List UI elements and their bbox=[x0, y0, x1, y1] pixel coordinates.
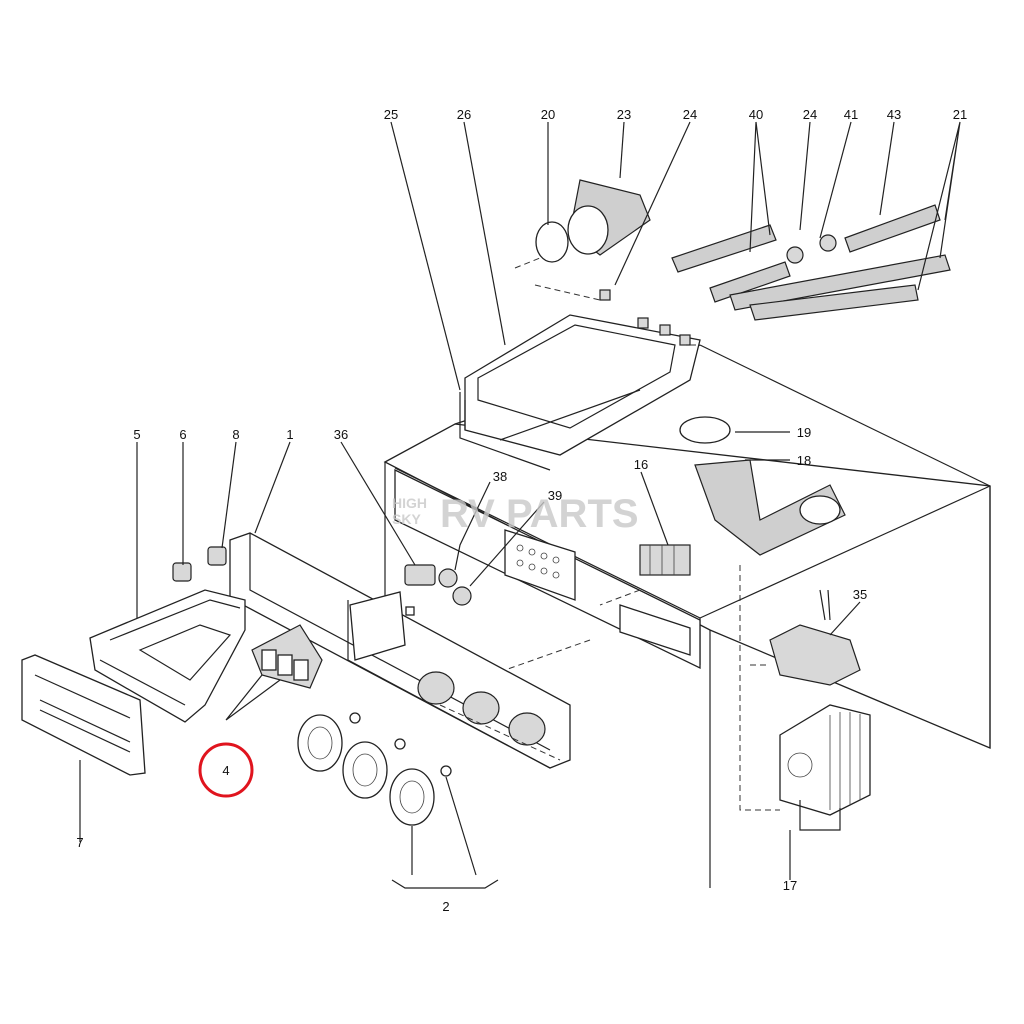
control-knobs bbox=[297, 712, 452, 826]
softener-cap bbox=[207, 546, 227, 566]
drawer-front-panel bbox=[21, 654, 146, 776]
label-part-18: 18 bbox=[797, 453, 811, 468]
label-part-16: 16 bbox=[634, 457, 648, 472]
label-part-23: 23 bbox=[617, 107, 631, 122]
panel-switches bbox=[404, 564, 472, 606]
inner-panel bbox=[394, 468, 701, 670]
label-part-39: 39 bbox=[548, 488, 562, 503]
leader-lines bbox=[79, 121, 961, 889]
terminal-block bbox=[639, 544, 691, 576]
label-part-20: 20 bbox=[541, 107, 555, 122]
watermark-small-bottom: SKY bbox=[392, 511, 421, 527]
highlight-circle bbox=[198, 742, 254, 798]
label-part-38: 38 bbox=[493, 469, 507, 484]
label-part-6: 6 bbox=[179, 427, 186, 442]
drain-pump bbox=[769, 589, 861, 686]
inlet-bellow bbox=[567, 179, 651, 256]
label-part-1: 1 bbox=[286, 427, 293, 442]
sump-clamp bbox=[679, 416, 731, 444]
label-part-35: 35 bbox=[853, 587, 867, 602]
label-part-7: 7 bbox=[76, 835, 83, 850]
watermark-main: RV PARTS bbox=[440, 492, 639, 536]
water-hoses bbox=[671, 204, 951, 321]
label-part-8: 8 bbox=[232, 427, 239, 442]
push-button-set bbox=[251, 624, 323, 689]
hose-clamp bbox=[535, 221, 569, 263]
label-part-4: 4 bbox=[222, 763, 229, 778]
label-part-43: 43 bbox=[887, 107, 901, 122]
watermark: HIGH SKY RV PARTS bbox=[392, 492, 639, 536]
siphon-cap bbox=[172, 562, 192, 582]
dispenser-drawer bbox=[89, 589, 246, 723]
label-part-36: 36 bbox=[334, 427, 348, 442]
program-timer bbox=[779, 704, 871, 831]
assembly-guides bbox=[439, 257, 780, 811]
dispenser-housing bbox=[459, 314, 701, 471]
label-part-24b: 24 bbox=[803, 107, 817, 122]
label-part-5: 5 bbox=[133, 427, 140, 442]
label-part-21: 21 bbox=[953, 107, 967, 122]
label-part-26: 26 bbox=[457, 107, 471, 122]
hose-clips bbox=[599, 289, 691, 346]
label-part-24a: 24 bbox=[683, 107, 697, 122]
sump-hose bbox=[694, 459, 846, 556]
label-part-2: 2 bbox=[442, 899, 449, 914]
label-part-40: 40 bbox=[749, 107, 763, 122]
label-part-19: 19 bbox=[797, 425, 811, 440]
label-part-17: 17 bbox=[783, 878, 797, 893]
label-part-25: 25 bbox=[384, 107, 398, 122]
watermark-small-top: HIGH bbox=[392, 495, 427, 511]
label-part-41: 41 bbox=[844, 107, 858, 122]
part-number-labels: 25 26 20 23 24 40 24 41 43 21 5 6 8 1 36… bbox=[76, 107, 967, 914]
